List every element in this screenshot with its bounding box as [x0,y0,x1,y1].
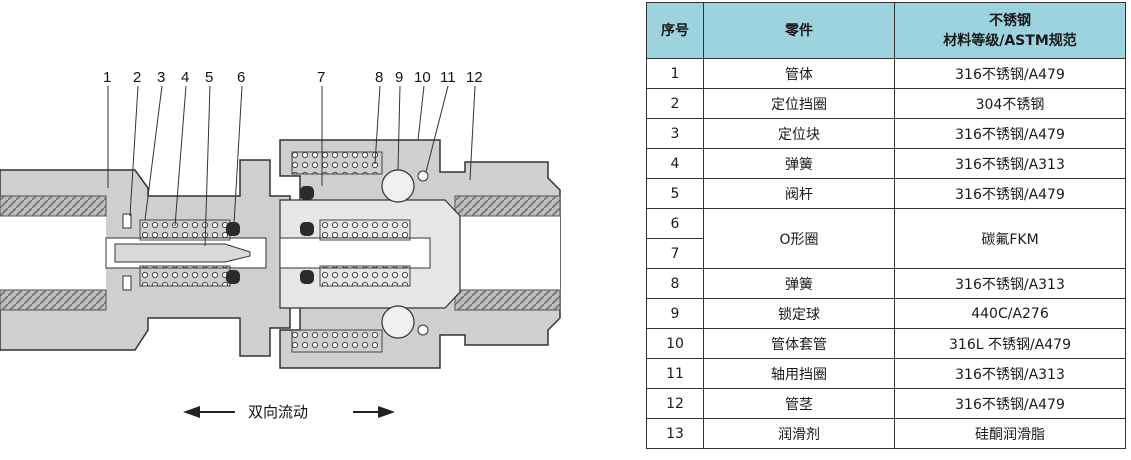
lock-ball-top [381,169,415,203]
callout-4: 4 [181,69,189,86]
spring-left-top [139,219,231,241]
row-spec: 316不锈钢/A313 [894,358,1126,389]
o-ring-inner-top [300,222,314,236]
header-spec-line2: 材料等级/ASTM规范 [943,32,1077,49]
lock-ball-bottom [381,305,415,339]
row-part: 定位挡圈 [703,88,895,119]
row-no: 12 [646,388,704,419]
row-spec: 316不锈钢/A479 [894,388,1126,419]
row-spec: 316不锈钢/A479 [894,58,1126,89]
retaining-ring-top [417,170,429,182]
spring-right-bottom [319,265,411,287]
row-spec: 440C/A276 [894,298,1126,329]
row-no: 8 [646,268,704,299]
row-spec: 硅酮润滑脂 [894,418,1126,449]
spring-outer-top [291,151,383,175]
table-row: 5 阀杆 316不锈钢/A479 [646,178,1126,209]
row-no: 5 [646,178,704,209]
row-part: 管体套管 [703,328,895,359]
table-row: 13 润滑剂 硅酮润滑脂 [646,418,1126,449]
quick-coupling-cross-section: 1 2 3 4 5 6 7 8 9 10 11 12 双向流动 [0,69,561,421]
callout-leaders [107,85,476,247]
callout-10: 10 [414,69,431,86]
callout-12: 12 [466,69,483,86]
row-part: 弹簧 [703,148,895,179]
header-spec-line1: 不锈钢 [989,12,1031,29]
row-part: 润滑剂 [703,418,895,449]
row-part: 轴用挡圈 [703,358,895,389]
callout-1: 1 [103,69,111,86]
callout-8: 8 [375,69,383,86]
row-spec: 316不锈钢/A479 [894,178,1126,209]
row-no: 13 [646,418,704,449]
row-part: 管体 [703,58,895,89]
retainer-ring [122,213,132,229]
right-thread-top [454,195,561,217]
table-row: 10 管体套管 316L 不锈钢/A479 [646,328,1126,359]
row-no: 6 [646,208,704,239]
callout-9: 9 [395,69,403,86]
table-row: 1 管体 316不锈钢/A479 [646,58,1126,89]
callout-5: 5 [205,69,213,86]
callout-3: 3 [157,69,165,86]
o-ring-left-bottom [226,270,240,284]
retainer-ring-bottom [122,275,132,291]
row-spec: 316L 不锈钢/A479 [894,328,1126,359]
o-ring-right-top [300,186,314,200]
header-part: 零件 [703,2,895,59]
spring-left-bottom [139,265,231,287]
row-no: 4 [646,148,704,179]
row-part: O形圈 [703,208,895,269]
row-spec: 316不锈钢/A313 [894,148,1126,179]
o-ring-inner-bottom [300,270,314,284]
row-no: 7 [646,238,704,269]
row-part: 定位块 [703,118,895,149]
retaining-ring-bottom [417,324,429,336]
callout-11: 11 [440,69,456,86]
callout-7: 7 [317,69,325,86]
row-part: 管茎 [703,388,895,419]
table-row: 6 O形圈 碳氟FKM [646,208,1126,269]
material-spec-table: 序号 零件 不锈钢 材料等级/ASTM规范 1 管体 316不锈钢/A479 2… [646,2,1126,449]
row-no: 11 [646,358,704,389]
row-no: 3 [646,118,704,149]
flow-arrow-right [353,406,395,418]
flow-arrow-left [183,406,235,418]
callout-6: 6 [237,69,245,86]
row-spec: 304不锈钢 [894,88,1126,119]
flow-label: 双向流动 [248,403,308,421]
right-thread-bottom [454,289,561,311]
row-part: 锁定球 [703,298,895,329]
table-row: 9 锁定球 440C/A276 [646,298,1126,329]
row-part: 阀杆 [703,178,895,209]
left-thread-bottom [0,289,107,311]
valve-stem-left [114,243,251,263]
right-bore [279,237,431,269]
table-row: 4 弹簧 316不锈钢/A313 [646,148,1126,179]
table-row: 2 定位挡圈 304不锈钢 [646,88,1126,119]
left-thread-top [0,195,107,217]
row-spec: 316不锈钢/A313 [894,268,1126,299]
table-row: 11 轴用挡圈 316不锈钢/A313 [646,358,1126,389]
table-row: 12 管茎 316不锈钢/A479 [646,388,1126,419]
header-spec: 不锈钢 材料等级/ASTM规范 [894,2,1126,59]
row-no: 2 [646,88,704,119]
table-row: 7 [646,238,1126,269]
table-row: 8 弹簧 316不锈钢/A313 [646,268,1126,299]
row-spec: 316不锈钢/A479 [894,118,1126,149]
spring-right-top [319,219,411,241]
callout-2: 2 [133,69,141,86]
row-no: 1 [646,58,704,89]
table-header-row: 序号 零件 不锈钢 材料等级/ASTM规范 [646,2,1126,59]
row-part: 弹簧 [703,268,895,299]
o-ring-left-top [226,222,240,236]
row-spec: 碳氟FKM [894,208,1126,269]
header-no: 序号 [646,2,704,59]
row-no: 9 [646,298,704,329]
spring-outer-bottom [291,329,383,353]
table-row: 3 定位块 316不锈钢/A479 [646,118,1126,149]
row-no: 10 [646,328,704,359]
